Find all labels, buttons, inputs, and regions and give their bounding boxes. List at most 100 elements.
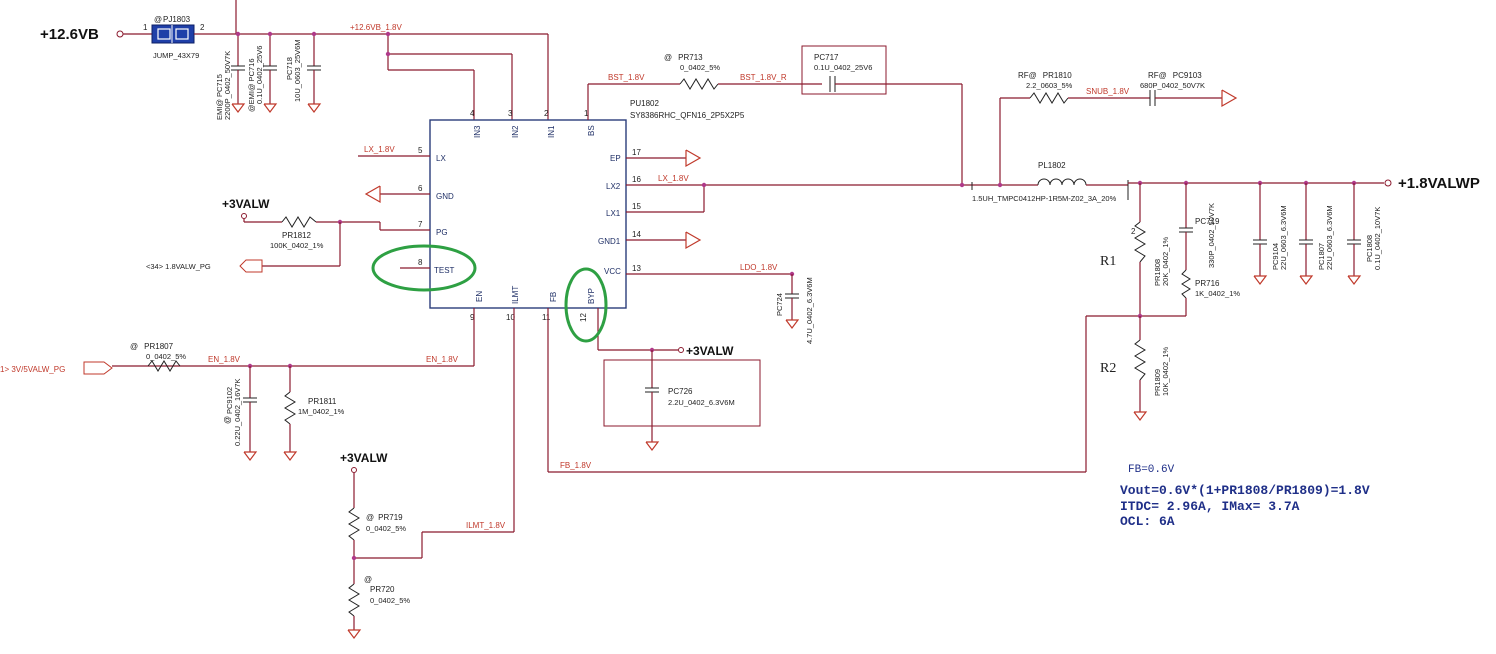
resistor-pr719	[348, 507, 360, 541]
net-en-port: 1> 3V/5VALW_PG	[0, 365, 65, 374]
pc9104-value: 22U_0603_6.3V6M	[1279, 205, 1288, 270]
net-bst-r: BST_1.8V_R	[740, 73, 787, 82]
pc724-ref: PC724	[775, 293, 784, 316]
ic-pin-17-name: EP	[610, 154, 621, 163]
resistor-pr1811-group	[283, 366, 298, 461]
pj1803-pin2: 2	[200, 23, 205, 32]
ic-pu1802-body	[429, 119, 627, 309]
note-vout: Vout=0.6V*(1+PR1808/PR1809)=1.8V	[1120, 483, 1370, 498]
ic-pin-7-num: 7	[418, 220, 423, 229]
svg-text:RF@PC9103: RF@PC9103	[1148, 71, 1202, 80]
svg-text:EMI@PC715: EMI@PC715	[215, 74, 224, 120]
svg-text:@PR719: @PR719	[366, 513, 403, 522]
pc719-ref: PC719	[1195, 217, 1220, 226]
net-snub: SNUB_1.8V	[1086, 87, 1130, 96]
pl1802-ref: PL1802	[1038, 161, 1066, 170]
ic-pin-3-num: 3	[508, 109, 513, 118]
svg-text:2: 2	[1131, 227, 1136, 236]
ic-part: SY8386RHC_QFN16_2P5X2P5	[630, 111, 745, 120]
highlight-test-pin	[371, 244, 477, 292]
label-r1: R1	[1100, 254, 1116, 269]
pc715-value: 2200P_0402_50V7K	[223, 51, 232, 120]
aux-rail-2-port	[678, 347, 684, 353]
pr1810-ref: PR1810	[1043, 71, 1072, 80]
ic-pin-11-num: 11	[542, 313, 551, 322]
cap-pc9104	[1253, 183, 1268, 285]
net-pg-port: <34> 1.8VALW_PG	[146, 262, 211, 271]
pr1807-prefix: @	[130, 342, 138, 351]
pr713-value: 0_0402_5%	[680, 63, 720, 72]
highlight-byp-pin	[564, 267, 608, 343]
pr1807-value: 0_0402_5%	[146, 352, 186, 361]
ic-pin-15-num: 15	[632, 202, 641, 211]
pr713-prefix: @	[664, 53, 672, 62]
pg-port-arrow	[239, 259, 263, 273]
resistor-pr1807	[147, 360, 181, 372]
cap-pc717	[829, 76, 836, 92]
note-fb: FB=0.6V	[1128, 464, 1175, 476]
aux-rail-3-port	[351, 467, 357, 473]
pc726-value: 2.2U_0402_6.3V6M	[668, 398, 735, 407]
aux-rail-1-label: +3VALW	[222, 197, 270, 211]
cap-pc716	[263, 34, 278, 113]
ic-pin-5-name: LX	[436, 154, 446, 163]
pj1803-prefix: @	[154, 15, 162, 24]
net-en-left: EN_1.8V	[208, 355, 241, 364]
ic-pin-8-num: 8	[418, 258, 423, 267]
svg-text:@PR1807: @PR1807	[130, 342, 174, 351]
jumper-pj1803	[151, 24, 195, 44]
net-ilmt: ILMT_1.8V	[466, 521, 506, 530]
pr716-value: 1K_0402_1%	[1195, 289, 1240, 298]
pc715-prefix: EMI@	[215, 99, 224, 120]
pr719-prefix: @	[366, 513, 374, 522]
vout-rail-label: +1.8VALWP	[1398, 175, 1480, 192]
pc718-value: 10U_0603_25V6M	[293, 39, 302, 102]
resistor-pr1808	[1134, 221, 1146, 263]
pr1811-value: 1M_0402_1%	[298, 407, 345, 416]
net-vin-18: +12.6VB_1.8V	[350, 23, 402, 32]
pj1803-value: JUMP_43X79	[153, 51, 199, 60]
resistor-pr720	[348, 583, 360, 617]
pr713-ref: PR713	[678, 53, 703, 62]
pr720-ref: PR720	[370, 585, 395, 594]
svg-text:@EMI@PC716: @EMI@PC716	[247, 59, 256, 113]
pj1803-pin1: 1	[143, 23, 148, 32]
note-itdc: ITDC= 2.96A, IMax= 3.7A	[1120, 499, 1300, 514]
vin-rail-label: +12.6VB	[40, 26, 99, 43]
pr1812-ref: PR1812	[282, 231, 311, 240]
ic-pin-15-name: LX1	[606, 209, 621, 218]
pc726-box	[603, 359, 761, 427]
en-port-arrow	[83, 361, 113, 375]
pr719-value: 0_0402_5%	[366, 524, 406, 533]
net-fb: FB_1.8V	[560, 461, 592, 470]
resistor-pr716	[1181, 269, 1191, 299]
pc9102-prefix: @	[223, 416, 232, 424]
vout-port-symbol	[1384, 179, 1392, 187]
ic-pin-3-name: IN2	[511, 125, 520, 138]
label-r2: R2	[1100, 361, 1116, 376]
pc716-value: 0.1U_0402_25V6	[255, 46, 264, 104]
cap-pc9103	[1149, 90, 1156, 106]
pr716-ref: PR716	[1195, 279, 1220, 288]
ic-pin-8-name: TEST	[434, 266, 455, 275]
cap-pc9102	[243, 366, 258, 461]
pc717-box	[801, 45, 887, 95]
net-lx-left: LX_1.8V	[364, 145, 395, 154]
svg-text:@PR713: @ PR713	[664, 53, 703, 62]
pc9103-value: 680P_0402_50V7K	[1140, 81, 1205, 90]
ic-pin-9-num: 9	[470, 313, 475, 322]
pr1811-ref: PR1811	[308, 397, 337, 406]
pc9103-prefix: RF@	[1148, 71, 1167, 80]
pc717-value: 0.1U_0402_25V6	[814, 63, 872, 72]
svg-text:RF@PR1810: RF@PR1810	[1018, 71, 1072, 80]
ic-pin-16-num: 16	[632, 175, 641, 184]
cap-pc715	[231, 34, 246, 113]
cap-pc724	[785, 274, 800, 329]
ic-pin-10-name: ILMT	[511, 286, 520, 304]
pc717-ref: PC717	[814, 53, 839, 62]
pl1802-value: 1.5UH_TMPC0412HP-1R5M-Z02_3A_20%	[972, 194, 1117, 203]
pc719-value: 330P_0402_50V7K	[1207, 203, 1216, 268]
ic-pin-4-name: IN3	[473, 125, 482, 138]
ic-pin-1-num: 1	[584, 109, 589, 118]
net-lx-right: LX_1.8V	[658, 174, 689, 183]
